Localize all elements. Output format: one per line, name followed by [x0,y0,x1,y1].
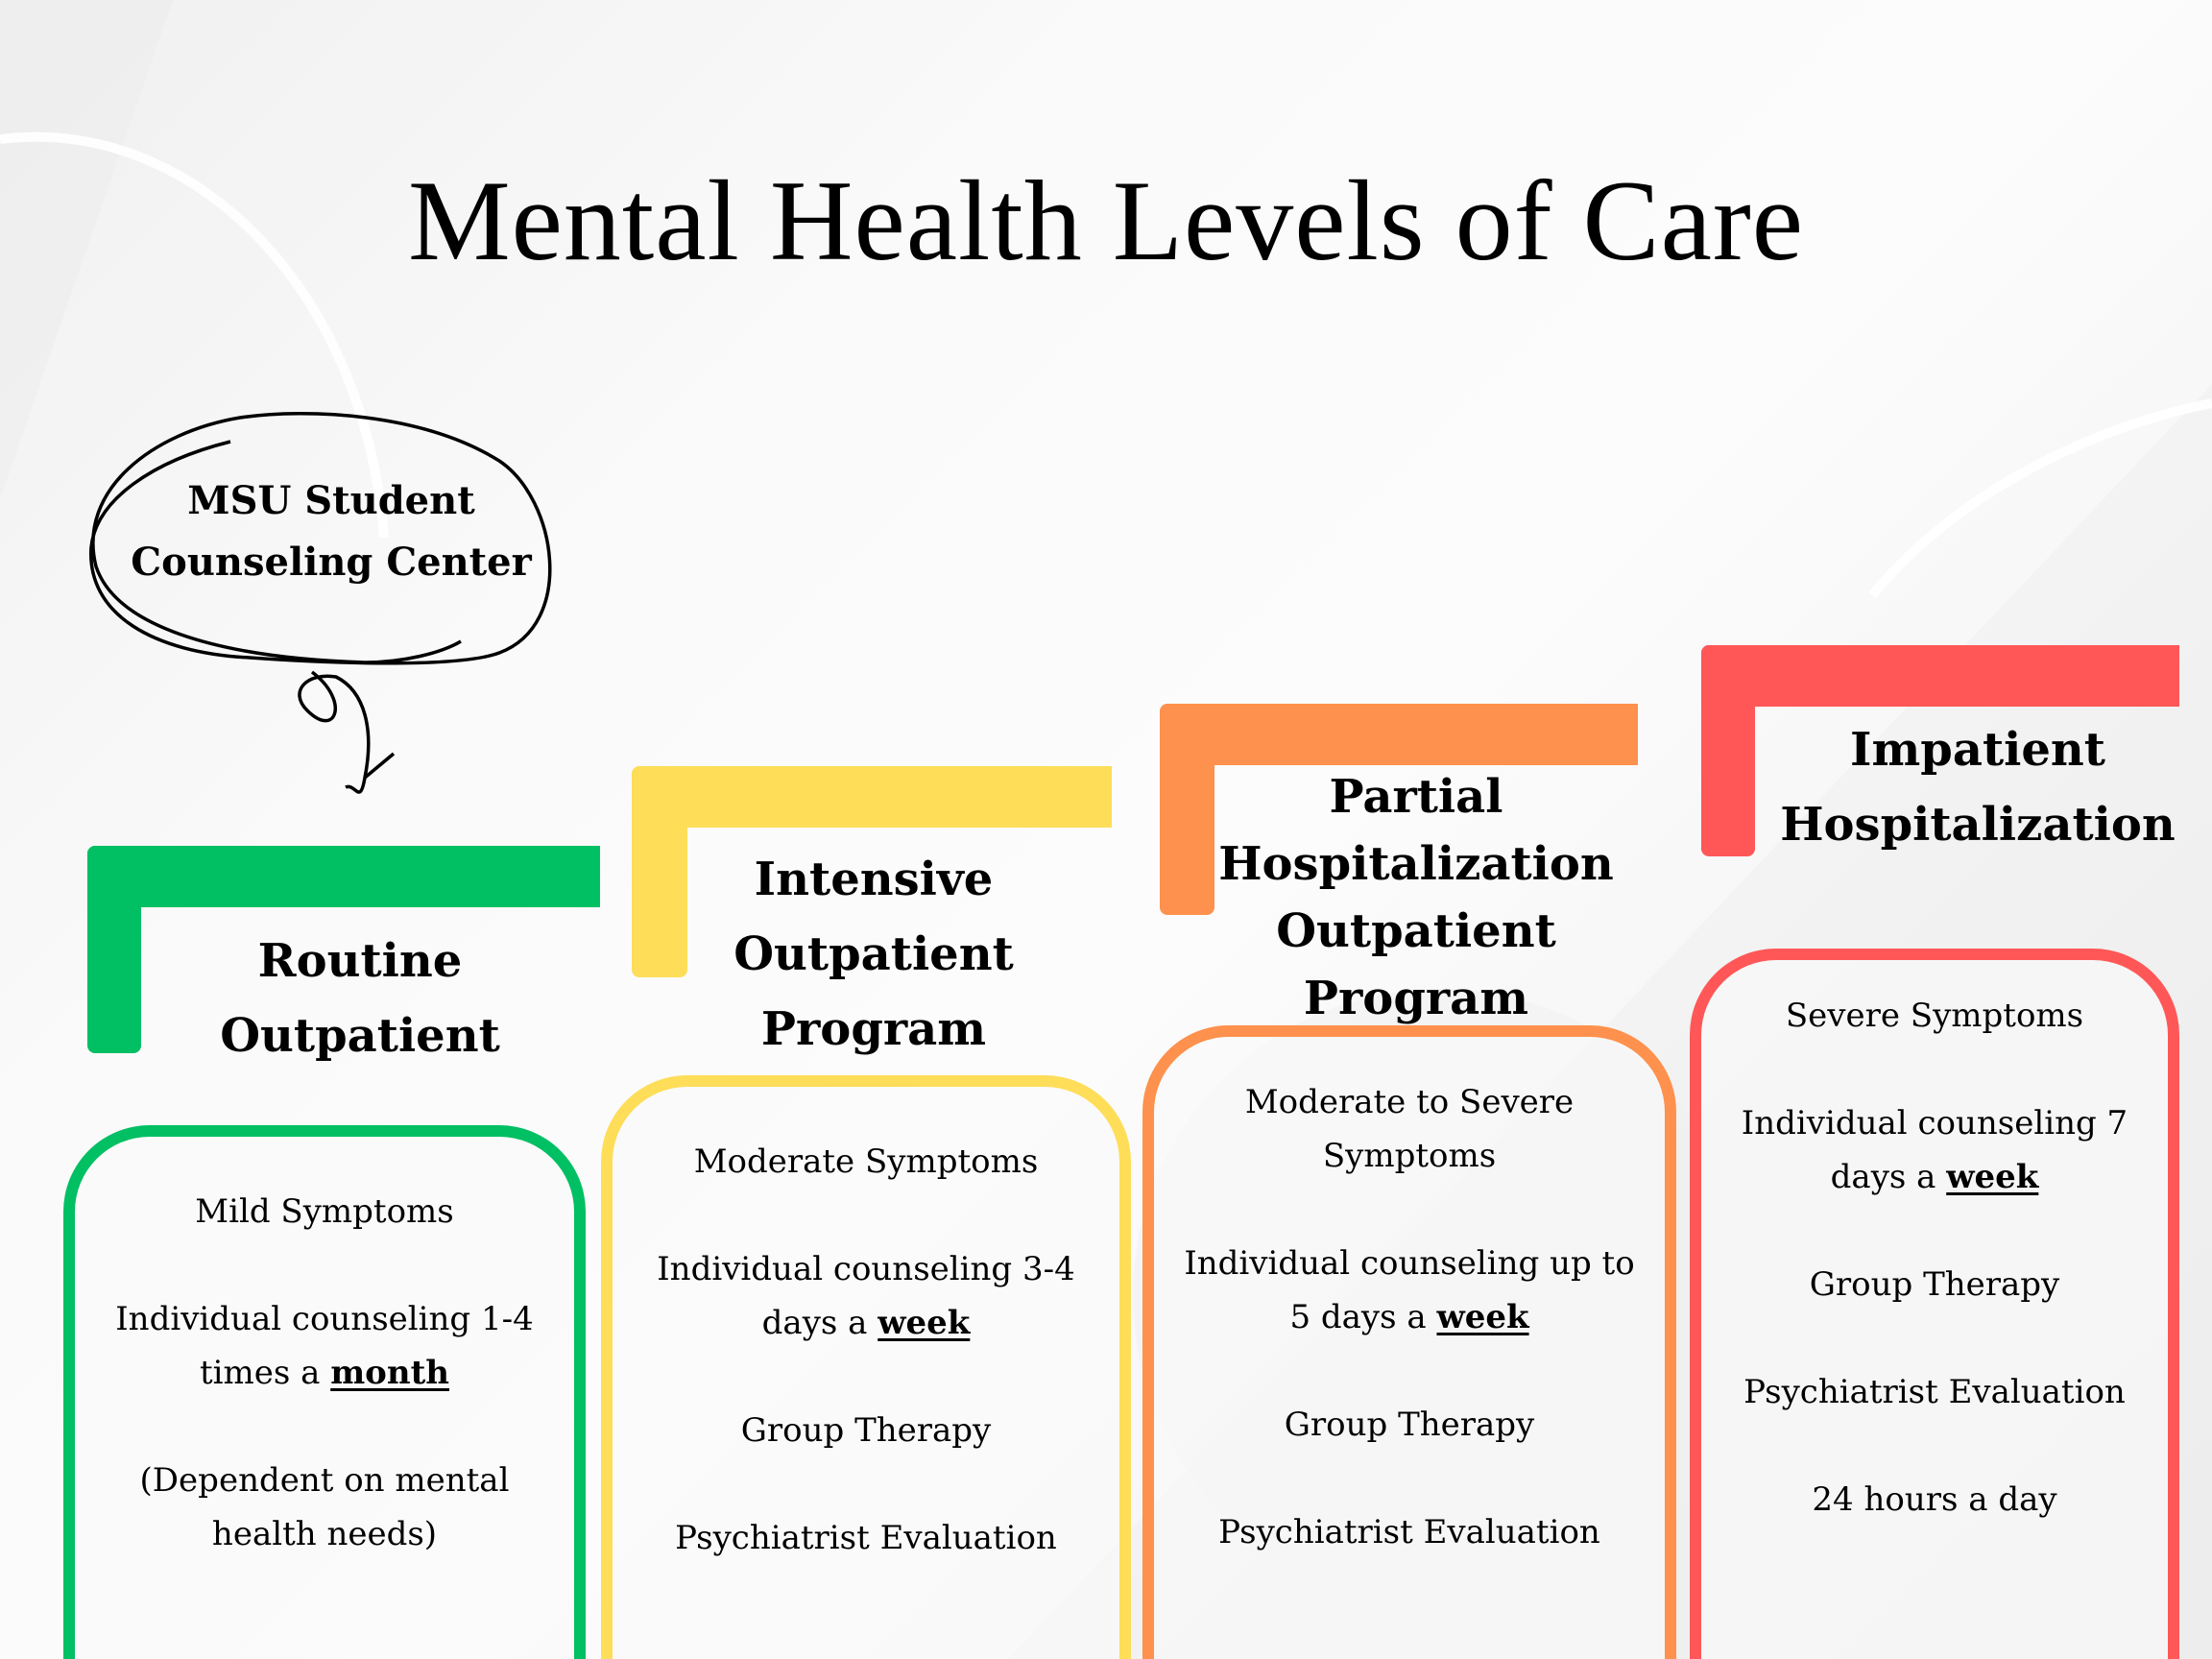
card-item: Individual counseling 7 days a week [1741,1104,2128,1196]
card-item: 24 hours a day [1812,1480,2057,1519]
card-item: (Dependent on mental health needs) [139,1461,510,1553]
card-item: Group Therapy [740,1411,992,1450]
level-title-intensive-outpatient: Intensive Outpatient Program [733,853,1014,1056]
callout-line-2: Counseling Center [131,540,532,585]
card-impatient-hospitalization: Severe Symptoms Individual counseling 7 … [1690,949,2179,1659]
card-item: Individual counseling up to 5 days a wee… [1184,1244,1635,1336]
card-item: Mild Symptoms [195,1192,454,1231]
card-item: Psychiatrist Evaluation [1218,1513,1600,1551]
card-item: Group Therapy [1809,1265,2060,1304]
card-item: Moderate to Severe Symptoms [1244,1083,1575,1175]
card-routine-outpatient: Mild Symptoms Individual counseling 1-4 … [63,1125,586,1659]
card-item: Group Therapy [1284,1406,1535,1444]
card-item: Psychiatrist Evaluation [1743,1373,2126,1411]
card-item: Psychiatrist Evaluation [675,1519,1057,1557]
emphasis-week: week [1946,1158,2039,1196]
level-title-routine-outpatient: Routine Outpatient [220,934,500,1063]
level-title-partial-hospitalization: Partial Hospitalization Outpatient Progr… [1218,770,1614,1025]
card-intensive-outpatient: Moderate Symptoms Individual counseling … [601,1075,1131,1659]
hand-drawn-circle-icon [89,412,552,794]
emphasis-month: month [330,1354,450,1392]
card-item: Individual counseling 3-4 days a week [657,1250,1075,1342]
callout-line-1: MSU Student [187,478,475,523]
card-item: Severe Symptoms [1785,997,2084,1035]
callout-label: MSU Student Counseling Center [115,470,547,593]
card-item: Moderate Symptoms [693,1142,1039,1181]
emphasis-week: week [878,1304,971,1342]
loop-arrow-down-icon [0,0,1,1]
card-item: Individual counseling 1-4 times a month [115,1300,534,1392]
page-title: Mental Health Levels of Care [407,156,1805,284]
level-title-impatient-hospitalization: Impatient Hospitalization [1780,723,2176,852]
emphasis-week: week [1436,1298,1529,1336]
card-partial-hospitalization: Moderate to Severe Symptoms Individual c… [1142,1025,1676,1659]
